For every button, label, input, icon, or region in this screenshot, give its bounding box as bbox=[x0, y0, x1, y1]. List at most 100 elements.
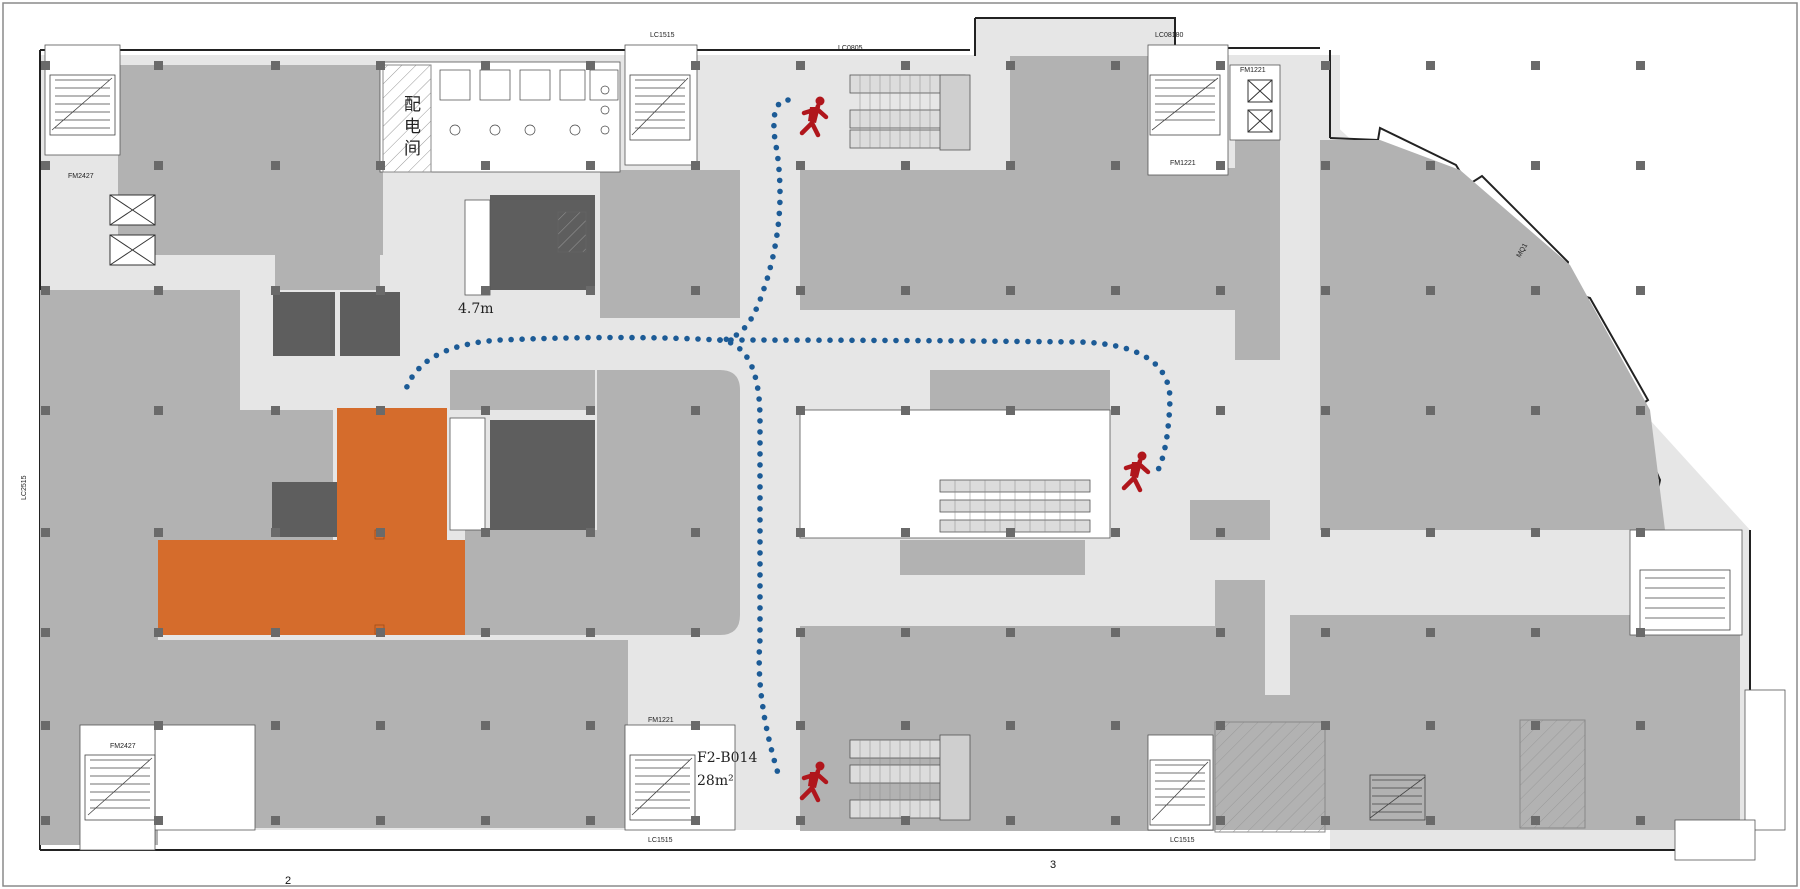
route-dot bbox=[757, 440, 763, 446]
route-dot bbox=[761, 714, 768, 721]
route-dot bbox=[497, 337, 503, 343]
column bbox=[796, 406, 805, 415]
route-dot bbox=[684, 335, 690, 342]
column bbox=[1006, 61, 1015, 70]
route-dot bbox=[771, 133, 778, 140]
column bbox=[376, 816, 385, 825]
column bbox=[41, 286, 50, 295]
column bbox=[154, 816, 163, 825]
column bbox=[1111, 286, 1120, 295]
column bbox=[901, 406, 910, 415]
route-dot bbox=[783, 337, 789, 343]
route-dot bbox=[757, 418, 763, 424]
route-dot bbox=[767, 264, 774, 271]
column bbox=[1111, 628, 1120, 637]
route-dot bbox=[728, 337, 734, 343]
column bbox=[901, 286, 910, 295]
column bbox=[154, 406, 163, 415]
route-dot bbox=[871, 337, 877, 344]
route-dot bbox=[757, 462, 763, 468]
route-dot bbox=[981, 338, 987, 344]
route-dot bbox=[750, 337, 756, 343]
column bbox=[691, 286, 700, 295]
column bbox=[376, 628, 385, 637]
route-dot bbox=[1036, 338, 1042, 345]
route-dot bbox=[1159, 369, 1166, 376]
route-dot bbox=[1091, 340, 1097, 346]
route-dot bbox=[1165, 423, 1171, 429]
column bbox=[1216, 816, 1225, 825]
column bbox=[1636, 286, 1645, 295]
door-code-label: LC1515 bbox=[648, 837, 673, 844]
route-dot bbox=[948, 338, 954, 344]
route-dot bbox=[1003, 338, 1009, 345]
route-dot bbox=[758, 693, 765, 699]
room-label-char: 间 bbox=[404, 139, 421, 159]
route-dot bbox=[737, 346, 743, 352]
door-code-label: LC08180 bbox=[1155, 32, 1184, 39]
column bbox=[1426, 816, 1435, 825]
route-dot bbox=[607, 334, 613, 341]
column bbox=[1006, 161, 1015, 170]
route-dot bbox=[757, 407, 763, 413]
route-dot bbox=[838, 337, 844, 344]
route-dot bbox=[530, 336, 536, 342]
column bbox=[271, 61, 280, 70]
column bbox=[1426, 528, 1435, 537]
route-dot bbox=[757, 429, 763, 435]
route-dot bbox=[519, 336, 525, 343]
door-code-label: FM2427 bbox=[68, 173, 94, 180]
column bbox=[1216, 286, 1225, 295]
column bbox=[41, 161, 50, 170]
route-dot bbox=[1166, 390, 1173, 396]
column bbox=[154, 61, 163, 70]
route-dot bbox=[1133, 349, 1140, 356]
route-dot bbox=[1102, 341, 1108, 347]
column bbox=[1006, 286, 1015, 295]
door-code-label: LC0805 bbox=[838, 45, 863, 52]
column bbox=[1636, 721, 1645, 730]
column bbox=[481, 286, 490, 295]
route-dot bbox=[756, 660, 762, 666]
column bbox=[271, 286, 280, 295]
route-dot bbox=[775, 155, 781, 162]
route-dot bbox=[596, 334, 602, 341]
column bbox=[1216, 406, 1225, 415]
route-dot bbox=[1167, 401, 1173, 407]
route-dot bbox=[761, 337, 767, 343]
route-dot bbox=[775, 221, 782, 228]
column bbox=[376, 406, 385, 415]
route-dot bbox=[757, 605, 763, 611]
stair-icon bbox=[49, 74, 1731, 826]
route-dot bbox=[805, 337, 811, 343]
route-dot bbox=[717, 337, 723, 343]
column bbox=[901, 528, 910, 537]
route-dot bbox=[926, 337, 932, 344]
column bbox=[1006, 528, 1015, 537]
route-dot bbox=[733, 332, 740, 338]
route-dot bbox=[486, 338, 492, 344]
route-dot bbox=[1058, 339, 1064, 345]
column bbox=[796, 816, 805, 825]
grid-axis-label: 2 bbox=[285, 875, 291, 887]
evacuation-route bbox=[404, 97, 1173, 774]
route-dot bbox=[777, 199, 783, 206]
column bbox=[901, 161, 910, 170]
column bbox=[376, 286, 385, 295]
route-dot bbox=[443, 347, 450, 354]
column bbox=[271, 406, 280, 415]
route-dot bbox=[760, 703, 766, 710]
column bbox=[796, 161, 805, 170]
route-dot bbox=[794, 337, 800, 343]
hatched-zone-3 bbox=[382, 64, 432, 173]
route-dot bbox=[433, 352, 440, 359]
route-dot bbox=[757, 495, 763, 501]
column bbox=[154, 528, 163, 537]
route-dot bbox=[757, 484, 763, 490]
door-code-label: LC1515 bbox=[1170, 837, 1195, 844]
escalator-steps bbox=[859, 75, 1076, 818]
route-dot bbox=[771, 122, 777, 129]
route-dot bbox=[585, 334, 591, 341]
route-dot bbox=[816, 337, 822, 344]
column bbox=[796, 61, 805, 70]
